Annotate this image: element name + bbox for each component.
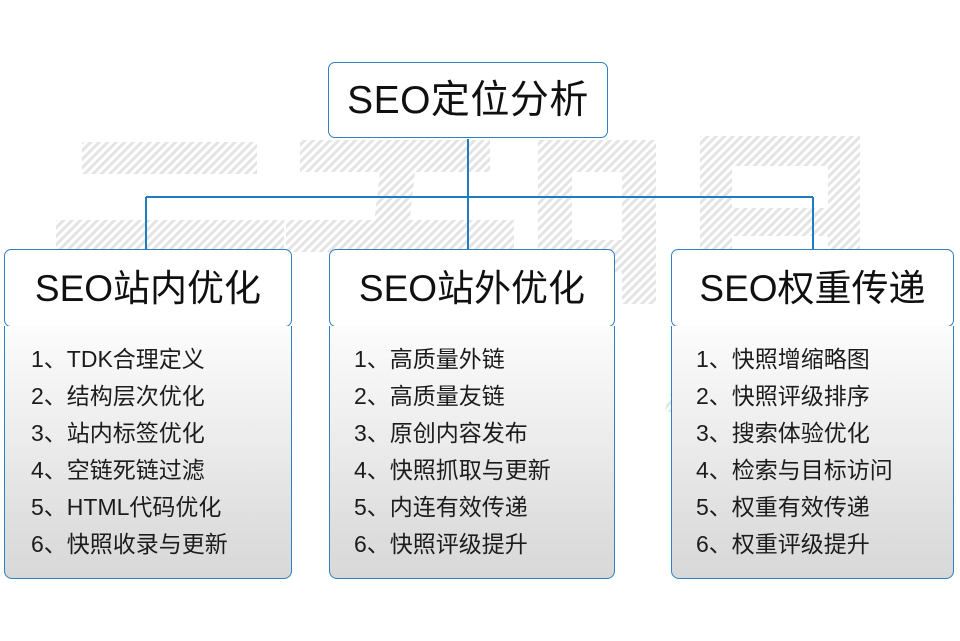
list-item[interactable]: 3、 原创内容发布 [330,414,614,451]
item-number: 5、 [696,494,732,520]
branch-column-offsite: SEO站外优化 1、 高质量外链 2、 高质量友链 3、 原创内容发布 4、 快 [329,249,615,579]
item-number: 2、 [696,383,732,409]
item-number: 6、 [31,531,67,557]
item-text: 权重评级提升 [731,531,870,557]
item-number: 6、 [696,531,732,557]
list-item[interactable]: 6、 快照评级提升 [330,525,614,562]
list-item[interactable]: 4、 空链死链过滤 [5,451,291,488]
branch-body-weight: 1、 快照增缩略图 2、 快照评级排序 3、 搜索体验优化 4、 检索与目标访问… [671,326,954,579]
item-text: 空链死链过滤 [66,457,205,483]
item-list-offsite: 1、 高质量外链 2、 高质量友链 3、 原创内容发布 4、 快照抓取与更新 5… [330,340,614,562]
branch-body-onsite: 1、 TDK合理定义 2、 结构层次优化 3、 站内标签优化 4、 空链死链过滤… [4,326,292,579]
list-item[interactable]: 2、 高质量友链 [330,377,614,414]
item-text: 快照收录与更新 [66,531,228,557]
item-text: 搜索体验优化 [731,420,870,446]
item-text: 快照评级提升 [389,531,528,557]
item-text: 检索与目标访问 [731,457,893,483]
root-node-label: SEO定位分析 [347,78,589,122]
item-number: 3、 [354,420,390,446]
item-number: 1、 [31,346,67,372]
list-item[interactable]: 6、 快照收录与更新 [5,525,291,562]
item-list-weight: 1、 快照增缩略图 2、 快照评级排序 3、 搜索体验优化 4、 检索与目标访问… [672,340,953,562]
item-text: HTML代码优化 [66,494,222,520]
list-item[interactable]: 2、 快照评级排序 [672,377,953,414]
list-item[interactable]: 1、 快照增缩略图 [672,340,953,377]
branch-header-weight[interactable]: SEO权重传递 [671,249,954,327]
branch-header-label: SEO站外优化 [358,267,586,309]
item-number: 5、 [354,494,390,520]
list-item[interactable]: 4、 检索与目标访问 [672,451,953,488]
item-number: 4、 [696,457,732,483]
item-text: 高质量外链 [389,346,505,372]
root-node[interactable]: SEO定位分析 [328,62,608,138]
list-item[interactable]: 1、 高质量外链 [330,340,614,377]
item-number: 6、 [354,531,390,557]
list-item[interactable]: 6、 权重评级提升 [672,525,953,562]
item-text: 快照增缩略图 [731,346,870,372]
item-text: 权重有效传递 [731,494,870,520]
list-item[interactable]: 2、 结构层次优化 [5,377,291,414]
item-number: 5、 [31,494,67,520]
item-text: 高质量友链 [389,383,505,409]
item-number: 3、 [31,420,67,446]
item-number: 1、 [354,346,390,372]
list-item[interactable]: 3、 搜索体验优化 [672,414,953,451]
branch-body-offsite: 1、 高质量外链 2、 高质量友链 3、 原创内容发布 4、 快照抓取与更新 5… [329,326,615,579]
list-item[interactable]: 5、 权重有效传递 [672,488,953,525]
branch-header-label: SEO权重传递 [699,267,926,309]
branch-column-onsite: SEO站内优化 1、 TDK合理定义 2、 结构层次优化 3、 站内标签优化 4… [4,249,292,579]
item-text: 站内标签优化 [66,420,205,446]
item-number: 4、 [354,457,390,483]
item-number: 3、 [696,420,732,446]
item-number: 1、 [696,346,732,372]
list-item[interactable]: 1、 TDK合理定义 [5,340,291,377]
item-number: 2、 [354,383,390,409]
item-number: 2、 [31,383,67,409]
item-text: 结构层次优化 [66,383,205,409]
branch-header-label: SEO站内优化 [34,267,262,309]
item-list-onsite: 1、 TDK合理定义 2、 结构层次优化 3、 站内标签优化 4、 空链死链过滤… [5,340,291,562]
item-text: TDK合理定义 [66,346,205,372]
item-text: 内连有效传递 [389,494,528,520]
list-item[interactable]: 4、 快照抓取与更新 [330,451,614,488]
list-item[interactable]: 5、 HTML代码优化 [5,488,291,525]
item-text: 原创内容发布 [389,420,528,446]
item-number: 4、 [31,457,67,483]
item-text: 快照评级排序 [731,383,870,409]
branch-column-weight: SEO权重传递 1、 快照增缩略图 2、 快照评级排序 3、 搜索体验优化 4、 [671,249,954,579]
item-text: 快照抓取与更新 [389,457,551,483]
list-item[interactable]: 3、 站内标签优化 [5,414,291,451]
branch-header-offsite[interactable]: SEO站外优化 [329,249,615,327]
list-item[interactable]: 5、 内连有效传递 [330,488,614,525]
branch-header-onsite[interactable]: SEO站内优化 [4,249,292,327]
